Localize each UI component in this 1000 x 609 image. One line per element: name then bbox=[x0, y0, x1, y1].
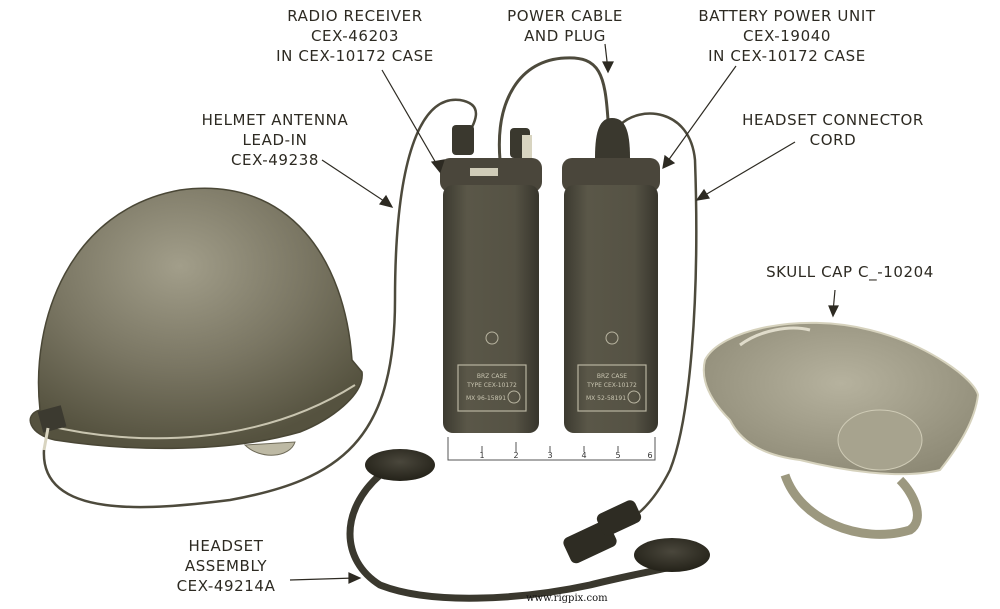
svg-text:MX 96-15891: MX 96-15891 bbox=[466, 395, 506, 402]
label-power-cable: POWER CABLE AND PLUG bbox=[500, 6, 630, 46]
scale-ruler bbox=[447, 437, 656, 461]
label-headset-connector-cord: HEADSET CONNECTOR CORD bbox=[728, 110, 938, 150]
label-line: IN CEX-10172 CASE bbox=[708, 47, 866, 65]
svg-text:3: 3 bbox=[547, 451, 552, 460]
svg-text:4: 4 bbox=[581, 451, 586, 460]
svg-text:MX 52-58191: MX 52-58191 bbox=[586, 395, 626, 402]
label-line: IN CEX-10172 CASE bbox=[276, 47, 434, 65]
label-battery-power-unit: BATTERY POWER UNIT CEX-19040 IN CEX-1017… bbox=[684, 6, 890, 66]
label-helmet-antenna: HELMET ANTENNA LEAD-IN CEX-49238 bbox=[190, 110, 360, 170]
label-line: CORD bbox=[809, 131, 857, 149]
svg-text:TYPE CEX-10172: TYPE CEX-10172 bbox=[466, 382, 517, 389]
helmet bbox=[29, 187, 363, 456]
label-line: HEADSET CONNECTOR bbox=[742, 111, 924, 129]
label-radio-receiver: RADIO RECEIVER CEX-46203 IN CEX-10172 CA… bbox=[262, 6, 448, 66]
label-line: BATTERY POWER UNIT bbox=[698, 7, 876, 25]
label-line: LEAD-IN bbox=[242, 131, 308, 149]
power-cable bbox=[497, 56, 610, 161]
label-line: SKULL CAP C_-10204 bbox=[766, 263, 934, 281]
label-headset-assembly: HEADSET ASSEMBLY CEX-49214A bbox=[158, 536, 294, 596]
label-line: CEX-49238 bbox=[230, 151, 319, 169]
source-credit: www.rigpix.com bbox=[526, 593, 608, 604]
skull-cap bbox=[702, 321, 980, 539]
svg-text:1: 1 bbox=[479, 451, 484, 460]
headset-connector-cord bbox=[619, 112, 698, 527]
headset-assembly bbox=[346, 449, 710, 602]
label-line: CEX-49214A bbox=[176, 577, 276, 595]
svg-text:BRZ CASE: BRZ CASE bbox=[477, 373, 507, 380]
svg-text:5: 5 bbox=[615, 451, 620, 460]
label-line: CEX-46203 bbox=[310, 27, 399, 45]
battery-power-unit: BRZ CASE TYPE CEX-10172 MX 52-58191 bbox=[562, 118, 660, 433]
label-line: RADIO RECEIVER bbox=[287, 7, 423, 25]
label-line: CEX-19040 bbox=[742, 27, 831, 45]
label-line: HELMET ANTENNA bbox=[201, 111, 349, 129]
label-line: POWER CABLE bbox=[507, 7, 623, 25]
label-line: ASSEMBLY bbox=[184, 557, 268, 575]
label-line: AND PLUG bbox=[524, 27, 606, 45]
label-line: HEADSET bbox=[188, 537, 264, 555]
svg-text:TYPE CEX-10172: TYPE CEX-10172 bbox=[586, 382, 637, 389]
svg-text:2: 2 bbox=[513, 451, 518, 460]
svg-text:BRZ CASE: BRZ CASE bbox=[597, 373, 627, 380]
svg-text:6: 6 bbox=[647, 451, 652, 460]
radio-receiver-unit: BRZ CASE TYPE CEX-10172 MX 96-15891 bbox=[440, 125, 542, 433]
leader-lines bbox=[289, 43, 839, 584]
helmet-antenna-cable bbox=[42, 98, 478, 509]
label-skull-cap: SKULL CAP C_-10204 bbox=[738, 262, 962, 282]
